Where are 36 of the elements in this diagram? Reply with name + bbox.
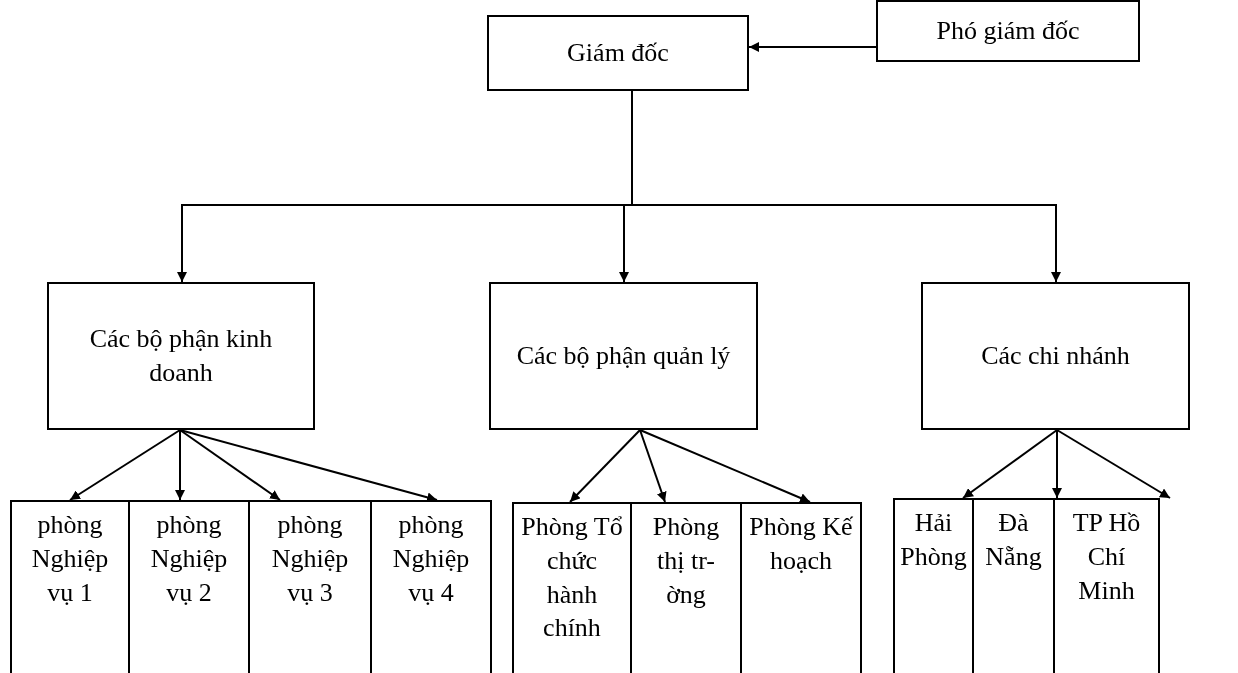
box-label: Các bộ phận quản lý [515,340,732,373]
arrow [1052,429,1062,499]
org-box [370,500,492,673]
org-box [740,502,862,673]
org-box [10,500,130,673]
org-box [921,282,1190,430]
box-label: phòng Nghiệp vụ 2 [149,509,229,609]
org-box [489,282,758,430]
box-label: Các chi nhánh [980,340,1131,373]
arrow [639,429,811,503]
box-label: phòng Nghiệp vụ 1 [30,509,110,609]
box-label: Giám đốc [566,37,670,70]
arrow [1056,429,1171,499]
box-label: Phòng thị tr- ờng [651,511,721,611]
box-label: Phòng Kế hoạch [748,511,854,577]
arrow [639,429,667,503]
arrow [175,429,185,501]
arrow [69,429,181,501]
arrow [962,429,1058,499]
box-label: Hải Phòng [899,507,968,573]
org-box [1053,498,1160,673]
org-box [487,15,749,91]
org-box [876,0,1140,62]
box-label: TP Hồ Chí Minh [1071,507,1142,607]
org-box [47,282,315,430]
box-label: phòng Nghiệp vụ 3 [270,509,350,609]
arrow [748,42,877,52]
box-label: Phòng Tổ chức hành chính [520,511,624,645]
box-label: Đà Nẵng [984,507,1043,573]
org-box [512,502,632,673]
arrow [569,429,641,503]
box-label: Các bộ phận kinh doanh [88,323,274,389]
arrow [179,429,281,501]
box-label: phòng Nghiệp vụ 4 [391,509,471,609]
box-label: Phó giám đốc [935,15,1081,48]
org-box [893,498,974,673]
